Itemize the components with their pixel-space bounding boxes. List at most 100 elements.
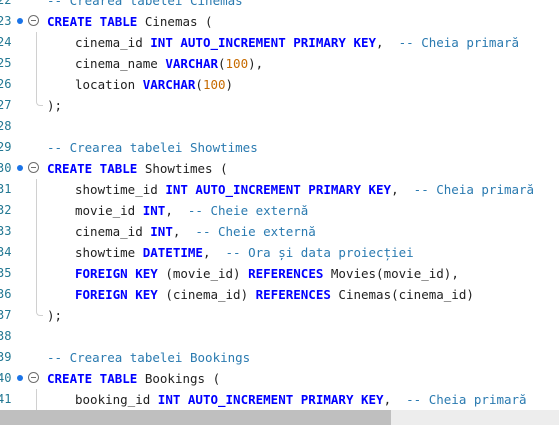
line-number: 32 (0, 203, 12, 217)
sql-keyword: INT AUTO_INCREMENT PRIMARY KEY (157, 392, 384, 407)
line-number: 37 (0, 308, 12, 322)
line-number: 29 (0, 140, 12, 154)
indent-guide (36, 284, 37, 305)
code-line[interactable]: 27); (0, 95, 559, 116)
modified-line-dot-icon (17, 375, 23, 381)
identifier: ( (195, 77, 203, 92)
number-literal: 100 (225, 56, 249, 71)
sql-keyword: FOREIGN KEY (75, 266, 166, 281)
identifier: , (165, 203, 188, 218)
code-line[interactable]: 32 movie_id INT, -- Cheie externă (0, 200, 559, 221)
code-text: CREATE TABLE Cinemas ( (47, 11, 213, 32)
indent-guide (36, 305, 43, 316)
code-text: ); (47, 305, 62, 326)
indent-guide (36, 53, 37, 74)
indent-guide (36, 32, 37, 53)
code-text: -- Crearea tabelei Showtimes (47, 137, 258, 158)
modified-line-dot-icon (17, 18, 23, 24)
sql-comment: -- Cheie externă (187, 203, 309, 218)
indent-guide (36, 389, 37, 410)
identifier: cinema_id (75, 35, 151, 50)
code-line[interactable]: 39-- Crearea tabelei Bookings (0, 347, 559, 368)
code-text: movie_id INT, -- Cheie externă (47, 200, 308, 221)
code-line[interactable]: 36 FOREIGN KEY (cinema_id) REFERENCES Cin… (0, 284, 559, 305)
sql-comment: -- Cheia primară (413, 182, 535, 197)
sql-keyword: CREATE TABLE (47, 14, 145, 29)
code-line[interactable]: 29 -- Crearea tabelei Showtimes (0, 137, 559, 158)
identifier: booking_id (75, 392, 158, 407)
sql-keyword: VARCHAR (165, 56, 218, 71)
sql-keyword: CREATE TABLE (47, 371, 145, 386)
identifier: , (383, 392, 407, 407)
identifier: Movies(movie_id), (330, 266, 459, 281)
code-line[interactable]: 31 showtime_id INT AUTO_INCREMENT PRIMARY… (0, 179, 559, 200)
identifier: , (202, 245, 226, 260)
modified-line-dot-icon (17, 165, 23, 171)
fold-toggle-icon[interactable] (28, 372, 39, 383)
indent-guide (36, 242, 37, 263)
sql-comment: -- Cheia primară (406, 392, 527, 407)
line-number: 38 (0, 329, 12, 343)
identifier: cinema_id (75, 224, 151, 239)
identifier: Showtimes ( (144, 161, 228, 176)
fold-toggle-icon[interactable] (28, 15, 39, 26)
code-text: CREATE TABLE Bookings ( (47, 368, 220, 389)
sql-comment: -- Crearea tabelei Cinemas (47, 0, 243, 8)
line-number: 33 (0, 224, 12, 238)
sql-comment: -- Crearea tabelei Bookings (47, 350, 251, 365)
sql-keyword: INT (142, 203, 166, 218)
code-text: -- Crearea tabelei Cinemas (47, 0, 243, 11)
identifier: ); (47, 98, 63, 113)
code-text: location VARCHAR(100) (47, 74, 233, 95)
line-number: 31 (0, 182, 12, 196)
identifier: cinema_name (75, 56, 166, 71)
identifier: Cinemas(cinema_id) (338, 287, 474, 302)
indent-guide (36, 263, 37, 284)
sql-keyword: VARCHAR (142, 77, 196, 92)
sql-keyword: INT (150, 224, 173, 239)
indent-guide (36, 95, 43, 106)
line-number: 34 (0, 245, 12, 259)
line-number: 28 (0, 119, 12, 133)
indent-guide (36, 179, 37, 200)
identifier: , (376, 35, 399, 50)
code-text: showtime_id INT AUTO_INCREMENT PRIMARY K… (47, 179, 534, 200)
code-text: showtime DATETIME, -- Ora și data proiec… (47, 242, 414, 263)
identifier: showtime (75, 245, 143, 260)
line-number: 30 (0, 161, 12, 175)
code-text: -- Crearea tabelei Bookings (47, 347, 250, 368)
code-line[interactable]: 33 cinema_id INT, -- Cheie externă (0, 221, 559, 242)
code-text: cinema_name VARCHAR(100), (47, 53, 263, 74)
identifier: ); (47, 308, 63, 323)
line-number: 41 (0, 392, 12, 406)
code-text: cinema_id INT, -- Cheie externă (47, 221, 316, 242)
identifier: location (75, 77, 143, 92)
horizontal-scrollbar-thumb[interactable] (0, 410, 391, 425)
fold-toggle-icon[interactable] (28, 162, 39, 173)
code-line[interactable]: 38 (0, 326, 559, 347)
sql-keyword: DATETIME (142, 245, 203, 260)
sql-comment: -- Ora și data proiecției (225, 245, 414, 260)
code-line[interactable]: 28 (0, 116, 559, 137)
code-line[interactable]: 22-- Crearea tabelei Cinemas (0, 0, 559, 11)
code-text: FOREIGN KEY (cinema_id) REFERENCES Cinem… (47, 284, 474, 305)
code-text: CREATE TABLE Showtimes ( (47, 158, 228, 179)
code-line[interactable]: 37); (0, 305, 559, 326)
code-line[interactable]: 30 CREATE TABLE Showtimes ( (0, 158, 559, 179)
code-line[interactable]: 34 showtime DATETIME, -- Ora și data proi… (0, 242, 559, 263)
code-text: booking_id INT AUTO_INCREMENT PRIMARY KE… (47, 389, 527, 410)
identifier: movie_id (75, 203, 143, 218)
sql-comment: -- Cheia primară (398, 35, 520, 50)
line-number: 23 (0, 14, 12, 28)
code-text: ); (47, 95, 62, 116)
identifier: ), (248, 56, 264, 71)
line-number: 36 (0, 287, 12, 301)
code-line[interactable]: 41 booking_id INT AUTO_INCREMENT PRIMARY … (0, 389, 559, 410)
code-line[interactable]: 23 CREATE TABLE Cinemas ( (0, 11, 559, 32)
